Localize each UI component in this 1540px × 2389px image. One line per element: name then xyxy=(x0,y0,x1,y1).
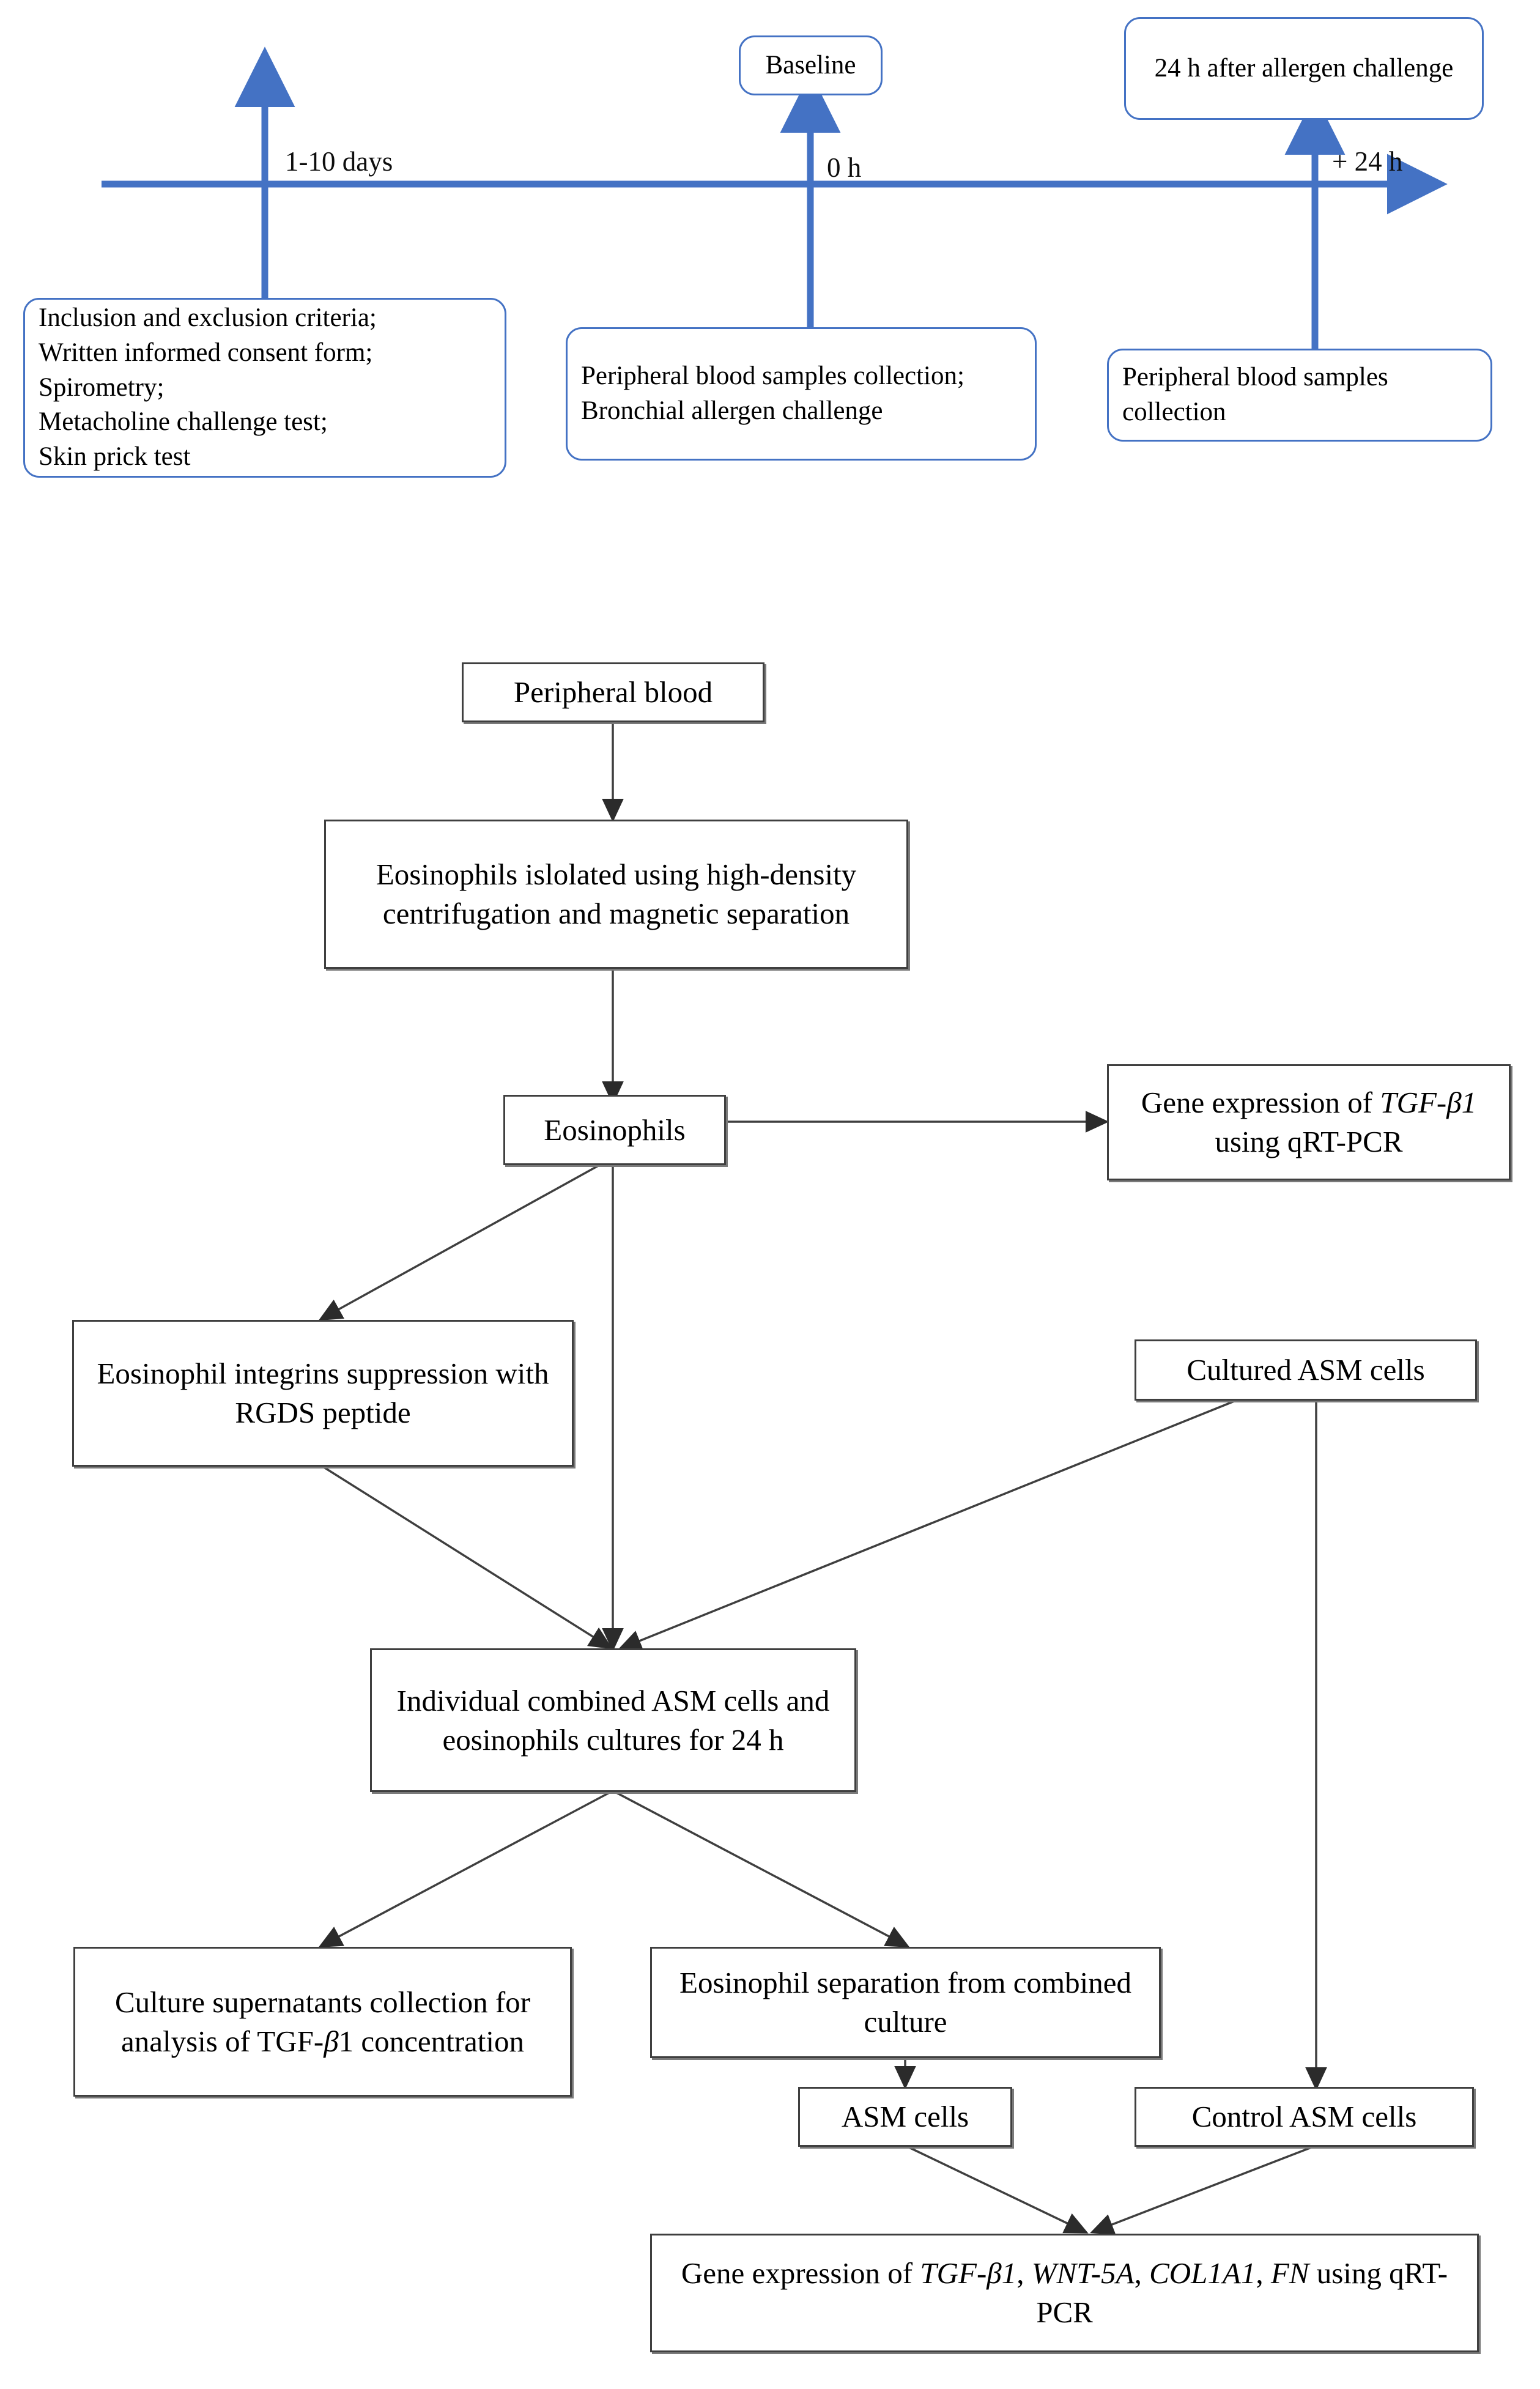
node-supernatant-collection: Culture supernatants collection for anal… xyxy=(73,1947,572,2097)
edge-combined-to-supernatant xyxy=(318,1790,613,1947)
timeline-baseline-label: Baseline xyxy=(765,50,856,80)
node-gene-expression-panel-label: Gene expression of TGF-β1, WNT-5A, COL1A… xyxy=(681,2256,1448,2329)
timeline-box-post-challenge: 24 h after allergen challenge xyxy=(1124,17,1484,120)
timeline-label-0h: 0 h xyxy=(827,152,862,183)
edge-eosinophils-to-rgds xyxy=(318,1164,600,1321)
timeline-post-challenge-label: 24 h after allergen challenge xyxy=(1154,53,1454,83)
node-eosinophils-label: Eosinophils xyxy=(544,1113,686,1147)
edge-control-asm-to-gene-panel xyxy=(1090,2144,1317,2235)
timeline-visit-24h-label: Peripheral blood samples collection xyxy=(1122,363,1388,426)
timeline-label-1-10-days: 1-10 days xyxy=(285,146,393,177)
timeline-box-visit-0h: Peripheral blood samples collection; Bro… xyxy=(566,327,1037,461)
node-peripheral-blood-label: Peripheral blood xyxy=(513,675,713,709)
node-gene-expression-panel: Gene expression of TGF-β1, WNT-5A, COL1A… xyxy=(650,2234,1479,2352)
timeline-label-plus-24h: + 24 h xyxy=(1332,146,1403,177)
node-supernatant-collection-label: Culture supernatants collection for anal… xyxy=(115,1985,530,2058)
node-gene-expression-tgfb1: Gene expression of TGF-β1 using qRT-PCR xyxy=(1107,1064,1511,1180)
node-asm-cells: ASM cells xyxy=(798,2087,1012,2147)
timeline-visit-0h-label: Peripheral blood samples collection; Bro… xyxy=(581,361,964,425)
edge-asm-to-gene-panel xyxy=(905,2144,1089,2234)
timeline-box-screening: Inclusion and exclusion criteria; Writte… xyxy=(23,298,506,478)
edge-rgds-to-combined xyxy=(322,1465,613,1650)
node-gene-expression-tgfb1-label: Gene expression of TGF-β1 using qRT-PCR xyxy=(1141,1086,1477,1158)
node-eosinophil-isolation-label: Eosinophils islolated using high-density… xyxy=(376,857,857,930)
node-peripheral-blood: Peripheral blood xyxy=(462,662,764,722)
node-cultured-asm-cells-label: Cultured ASM cells xyxy=(1186,1353,1425,1387)
node-rgds-suppression: Eosinophil integrins suppression with RG… xyxy=(72,1320,574,1467)
timeline-box-visit-24h: Peripheral blood samples collection xyxy=(1107,349,1492,442)
node-combined-culture: Individual combined ASM cells and eosino… xyxy=(370,1648,856,1792)
node-control-asm-cells: Control ASM cells xyxy=(1135,2087,1474,2147)
timeline-box-baseline: Baseline xyxy=(739,35,883,95)
node-eosinophil-separation-label: Eosinophil separation from combined cult… xyxy=(679,1966,1131,2039)
edge-cultured-asm-to-combined xyxy=(618,1367,1317,1651)
node-eosinophil-isolation: Eosinophils islolated using high-density… xyxy=(324,820,908,969)
node-eosinophils: Eosinophils xyxy=(503,1095,726,1165)
node-cultured-asm-cells: Cultured ASM cells xyxy=(1135,1339,1477,1401)
node-eosinophil-separation: Eosinophil separation from combined cult… xyxy=(650,1947,1161,2058)
timeline-screening-label: Inclusion and exclusion criteria; Writte… xyxy=(39,303,377,472)
node-asm-cells-label: ASM cells xyxy=(841,2100,969,2134)
edge-combined-to-separation xyxy=(612,1790,910,1947)
node-combined-culture-label: Individual combined ASM cells and eosino… xyxy=(396,1683,830,1757)
node-rgds-suppression-label: Eosinophil integrins suppression with RG… xyxy=(97,1357,549,1429)
node-control-asm-cells-label: Control ASM cells xyxy=(1191,2100,1417,2134)
